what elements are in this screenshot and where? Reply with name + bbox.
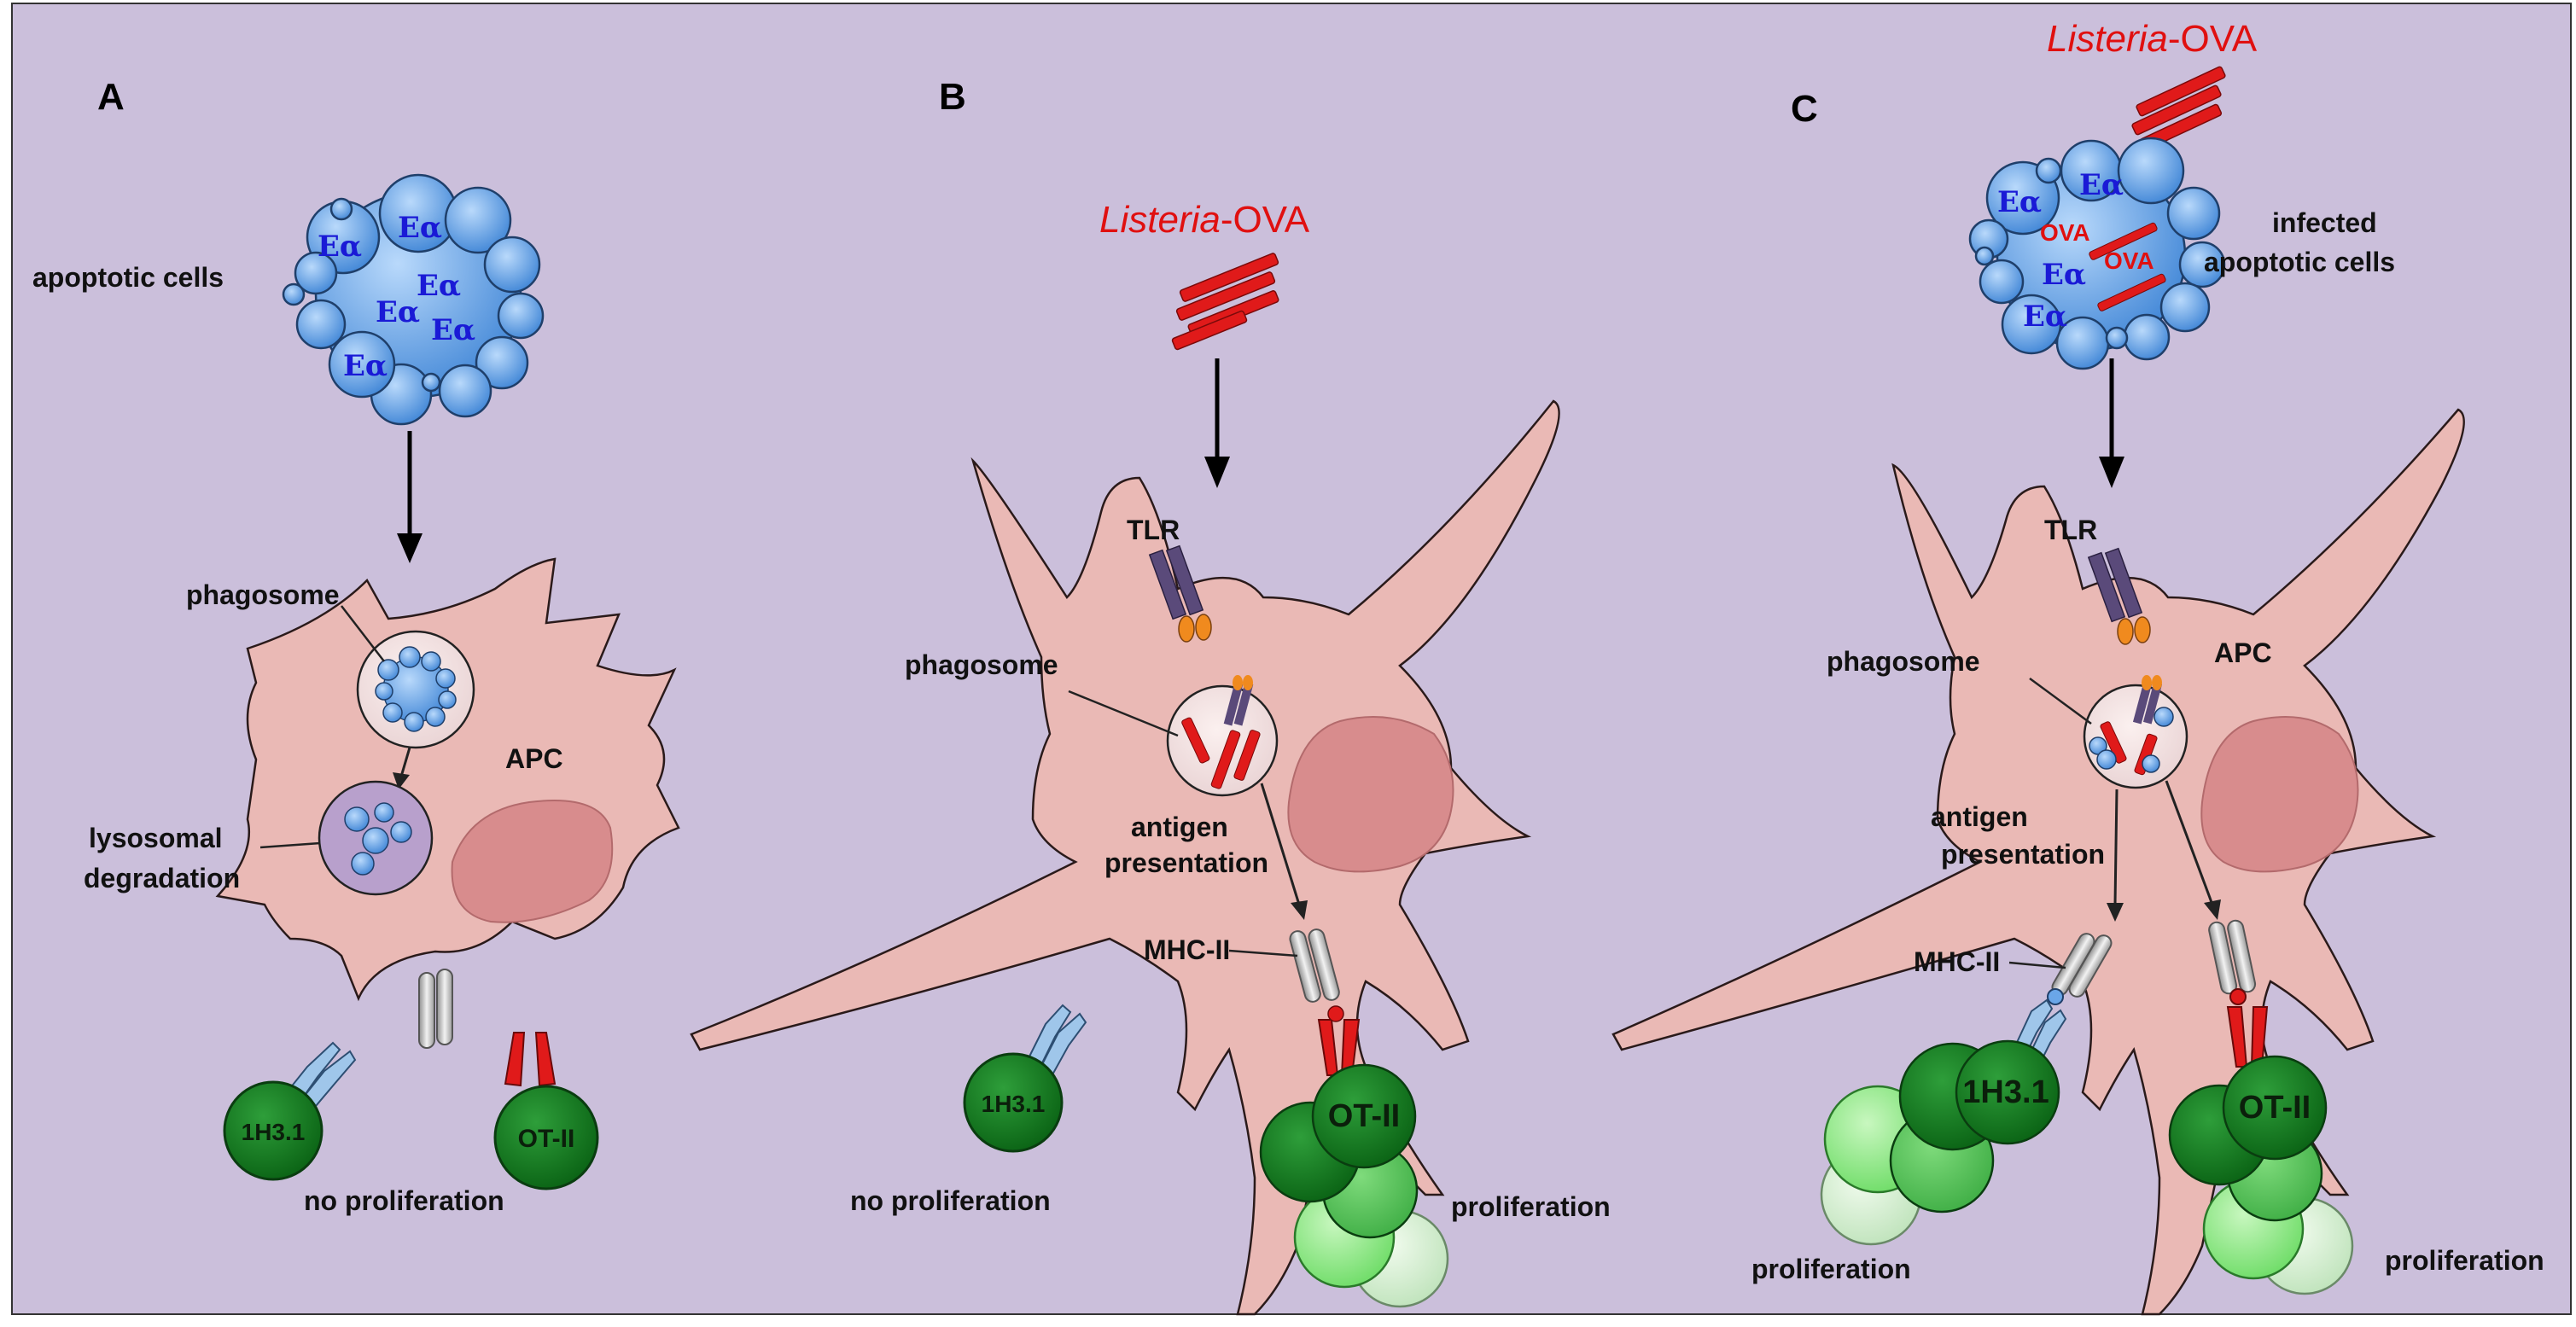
listeria-ova-label: Listeria-OVA	[2047, 18, 2258, 60]
ot-ii-tcr	[1317, 1005, 1361, 1076]
phagosome-label: phagosome	[186, 579, 340, 610]
infected-label-2: apoptotic cells	[2204, 247, 2395, 277]
ova-label: OVA	[2104, 247, 2154, 274]
ea-epitope: Eα	[343, 349, 388, 383]
presentation-label: presentation	[1941, 839, 2105, 870]
internal-listeria	[2089, 222, 2166, 311]
degradation-label: degradation	[84, 863, 240, 893]
panel-c: C Listeria-OVA Eα Eα Eα Eα	[1611, 18, 2544, 1316]
apc-nucleus	[2200, 716, 2359, 873]
panel-a-letter: A	[97, 76, 125, 118]
presentation-arrow-right	[2165, 780, 2214, 905]
uptake-arrow	[397, 431, 423, 563]
phagosome	[1166, 684, 1279, 797]
phagosome-pointer	[1068, 690, 1179, 737]
degradation-arrow	[399, 747, 411, 777]
panel-b-outcome-left: no proliferation	[850, 1185, 1051, 1216]
antigen-label: antigen	[1131, 812, 1228, 842]
apoptotic-cell-cluster	[282, 173, 545, 426]
listeria-ova-label: Listeria-OVA	[1099, 199, 1310, 241]
phagosome-label: phagosome	[1827, 646, 1980, 677]
presentation-arrow-left	[2113, 789, 2118, 905]
t-cell-ot-ii-label: OT-II	[1328, 1098, 1400, 1134]
ea-epitope: Eα	[318, 230, 362, 264]
tlr-label: TLR	[1127, 515, 1180, 545]
panel-b: B Listeria-OVA TLR	[690, 76, 1611, 1316]
t-cell-1h3-1	[963, 1004, 1087, 1153]
t-cell-1h3-1	[223, 1041, 357, 1181]
lysosome-pointer	[259, 841, 321, 849]
ea-epitope: Eα	[376, 295, 420, 329]
tlr-receptor	[2087, 547, 2151, 645]
phagosome-tlr	[2132, 675, 2163, 725]
panel-a-outcome: no proliferation	[304, 1185, 504, 1216]
phagosome-tlr	[1223, 675, 1254, 726]
mhc-pointer	[2008, 961, 2066, 969]
apc-nucleus	[1287, 716, 1454, 873]
tlr-receptor	[1148, 544, 1212, 643]
engulfed-listeria	[1181, 717, 1261, 789]
listeria-bacteria	[1171, 253, 1279, 351]
t-cell-ot-ii-label: OT-II	[2239, 1090, 2311, 1126]
ea-epitope: Eα	[431, 313, 475, 347]
t-cell-ot-ii-label: OT-II	[518, 1125, 575, 1153]
apc-nucleus	[451, 800, 614, 923]
apc-label: APC	[505, 743, 563, 774]
phagosome-pointer	[341, 605, 385, 662]
mhc-ii-molecule	[1289, 928, 1340, 1003]
antigen-label: antigen	[1931, 801, 2028, 832]
ova-suffix: -OVA	[2168, 18, 2258, 60]
infected-label: infected	[2272, 207, 2377, 238]
listeria-italic: Listeria	[1099, 199, 1221, 241]
lysosomal-label: lysosomal	[89, 823, 223, 853]
degraded-fragments	[344, 802, 412, 876]
mhc-pointer	[1228, 949, 1298, 957]
ea-epitope: Eα	[398, 211, 442, 245]
ot-ii-tcr	[2226, 1006, 2269, 1068]
panel-c-outcome-right: proliferation	[2385, 1245, 2544, 1276]
t-cell-1h3-1-label: 1H3.1	[1962, 1074, 2049, 1110]
phagosome-label: phagosome	[905, 649, 1058, 680]
ea-epitope: Eα	[417, 269, 461, 303]
phagosome-pointer	[2029, 677, 2092, 725]
presentation-arrow	[1260, 783, 1301, 905]
t-cell-1h3-1-label: 1H3.1	[242, 1119, 306, 1145]
apoptotic-cells-label: apoptotic cells	[32, 262, 224, 293]
presentation-label: presentation	[1104, 847, 1268, 878]
listeria-bacteria	[2131, 66, 2226, 151]
panel-c-outcome-left: proliferation	[1751, 1254, 1911, 1284]
ea-epitope: Eα	[1997, 185, 2042, 219]
panel-c-letter: C	[1791, 88, 1818, 130]
panel-b-outcome-right: proliferation	[1451, 1191, 1611, 1222]
listeria-italic: Listeria	[2047, 18, 2168, 60]
ea-epitope: Eα	[2042, 258, 2086, 292]
mhc-ii-molecule	[2208, 919, 2257, 1005]
panel-a: A apoptotic cells Eα Eα Eα Eα Eα Eα	[32, 76, 680, 1216]
mhc-ii-label: MHC-II	[1914, 946, 2000, 977]
engulfed-apoptotic-fragments	[2089, 707, 2174, 773]
ea-epitope: Eα	[2079, 168, 2124, 202]
proliferating-ot-ii-cluster	[2168, 1055, 2354, 1295]
t-cell-1h3-1-label: 1H3.1	[982, 1091, 1046, 1117]
ova-suffix: -OVA	[1221, 199, 1310, 241]
apc-label: APC	[2214, 637, 2272, 668]
mhc-ii-label: MHC-II	[1144, 934, 1230, 965]
ea-epitope: Eα	[2023, 300, 2067, 334]
panel-b-letter: B	[939, 76, 966, 118]
ova-label: OVA	[2040, 219, 2090, 246]
engulfed-listeria	[2100, 721, 2158, 776]
proliferating-1h3-1-cluster	[1820, 1039, 2060, 1246]
mhc-ii-molecule	[418, 969, 453, 1049]
tlr-label: TLR	[2044, 515, 2097, 545]
proliferating-ot-ii-cluster	[1259, 1063, 1449, 1308]
t-cell-ot-ii	[493, 1032, 599, 1190]
infection-arrow	[1204, 358, 1230, 488]
engulfed-apoptotic-cell	[375, 646, 457, 732]
mhc-ii-molecule	[2047, 933, 2113, 1005]
uptake-arrow	[2099, 358, 2124, 488]
